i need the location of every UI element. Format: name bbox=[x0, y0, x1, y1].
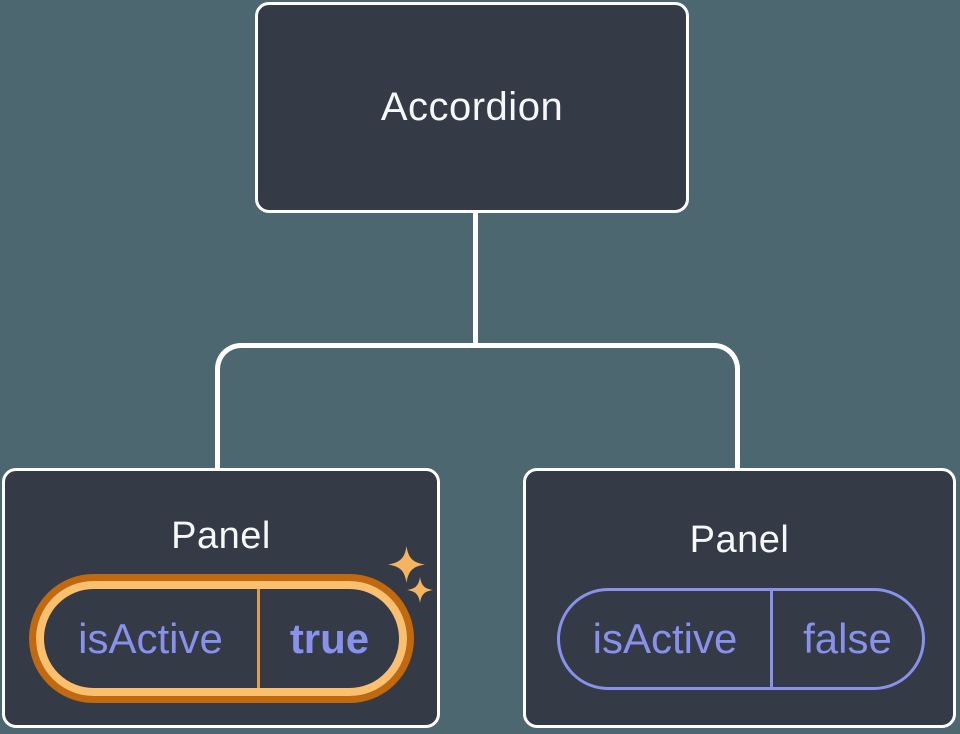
pill-divider bbox=[769, 591, 773, 687]
sparkle-icon-small bbox=[407, 577, 433, 603]
state-key: isActive bbox=[592, 615, 738, 662]
state-pill-active: isActive true bbox=[29, 574, 414, 703]
node-accordion: Accordion bbox=[255, 2, 689, 213]
state-pill-inactive: isActive false bbox=[557, 588, 925, 690]
sparkle-icon-large bbox=[388, 546, 425, 583]
state-key: isActive bbox=[78, 614, 223, 662]
state-value: false bbox=[803, 615, 892, 662]
state-pill-active-inner: isActive true bbox=[36, 581, 407, 696]
connector-stem bbox=[473, 211, 478, 345]
node-accordion-label: Accordion bbox=[380, 85, 564, 129]
state-value: true bbox=[289, 614, 370, 662]
connector-branch bbox=[215, 343, 740, 470]
pill-divider bbox=[257, 589, 260, 688]
node-panel-inactive-label: Panel bbox=[689, 519, 790, 561]
node-panel-active-label: Panel bbox=[171, 515, 271, 557]
